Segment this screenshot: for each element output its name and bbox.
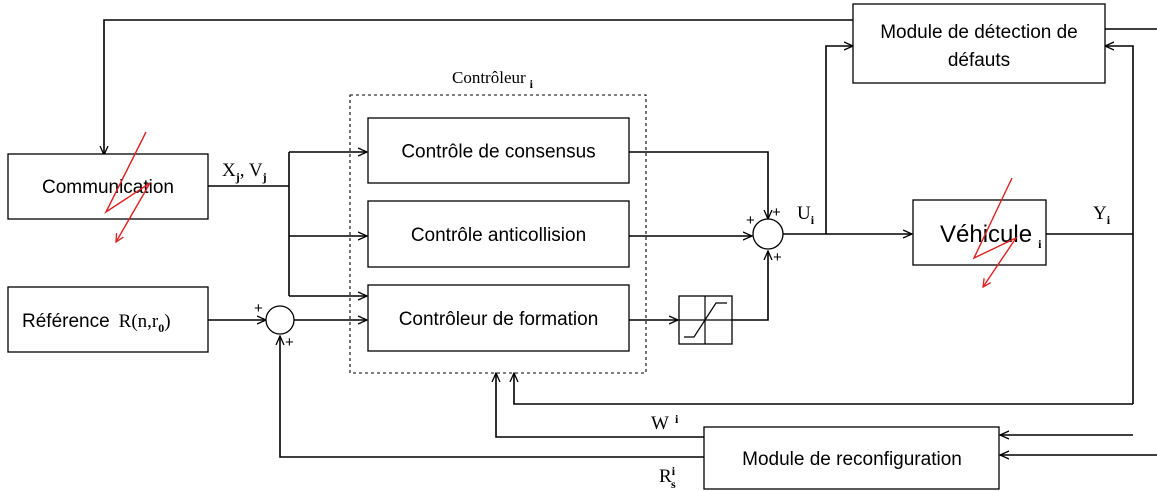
reference-label: Référence R(n,r0) bbox=[22, 311, 171, 335]
communication-fault-icon bbox=[104, 131, 151, 242]
vehicle-fault-icon bbox=[972, 177, 1019, 287]
fault-detection-block bbox=[852, 3, 1106, 84]
reconfiguration-block bbox=[703, 426, 1000, 490]
anticollision-block bbox=[367, 200, 630, 268]
sign-main-plus-top: + bbox=[772, 204, 781, 221]
fault-detection-label-line1: Module de détection de bbox=[880, 22, 1078, 43]
signal-xj-vj: Xj, Vj bbox=[222, 160, 267, 184]
communication-label: Communication bbox=[42, 177, 174, 198]
reference-block bbox=[7, 286, 209, 353]
sign-main-plus-left: + bbox=[746, 212, 755, 229]
main-summing-junction bbox=[752, 218, 784, 250]
consensus-block bbox=[367, 117, 630, 184]
sign-ref-plus-2: + bbox=[285, 334, 294, 351]
wire-reconfig-wi bbox=[496, 373, 704, 438]
saturation-block bbox=[678, 295, 733, 345]
wire-reconfig-rs bbox=[280, 336, 704, 458]
fault-detection-label-line2: défauts bbox=[948, 50, 1010, 71]
sign-main-plus-bottom: + bbox=[773, 249, 782, 266]
anticollision-block-label: Contrôle anticollision bbox=[411, 225, 586, 246]
wire-saturation-out bbox=[732, 251, 768, 321]
wire-top-to-communication bbox=[104, 19, 853, 155]
consensus-block-label: Contrôle de consensus bbox=[401, 142, 595, 163]
reference-summing-junction bbox=[265, 305, 295, 335]
wire-consensus-out bbox=[629, 151, 768, 219]
vehicle-block bbox=[912, 199, 1047, 266]
signal-yi: Yi bbox=[1093, 203, 1111, 227]
signal-ui: Ui bbox=[797, 203, 815, 227]
wire-yi-to-controller bbox=[514, 373, 1133, 405]
wire-ui-to-fault bbox=[825, 46, 853, 234]
sign-ref-plus-1: + bbox=[254, 300, 263, 317]
wire-yi-to-fault bbox=[1105, 46, 1134, 234]
formation-block-label: Contrôleur de formation bbox=[399, 309, 599, 330]
controller-group bbox=[349, 94, 647, 374]
reconfiguration-label: Module de reconfiguration bbox=[742, 449, 962, 470]
formation-block bbox=[367, 284, 630, 352]
